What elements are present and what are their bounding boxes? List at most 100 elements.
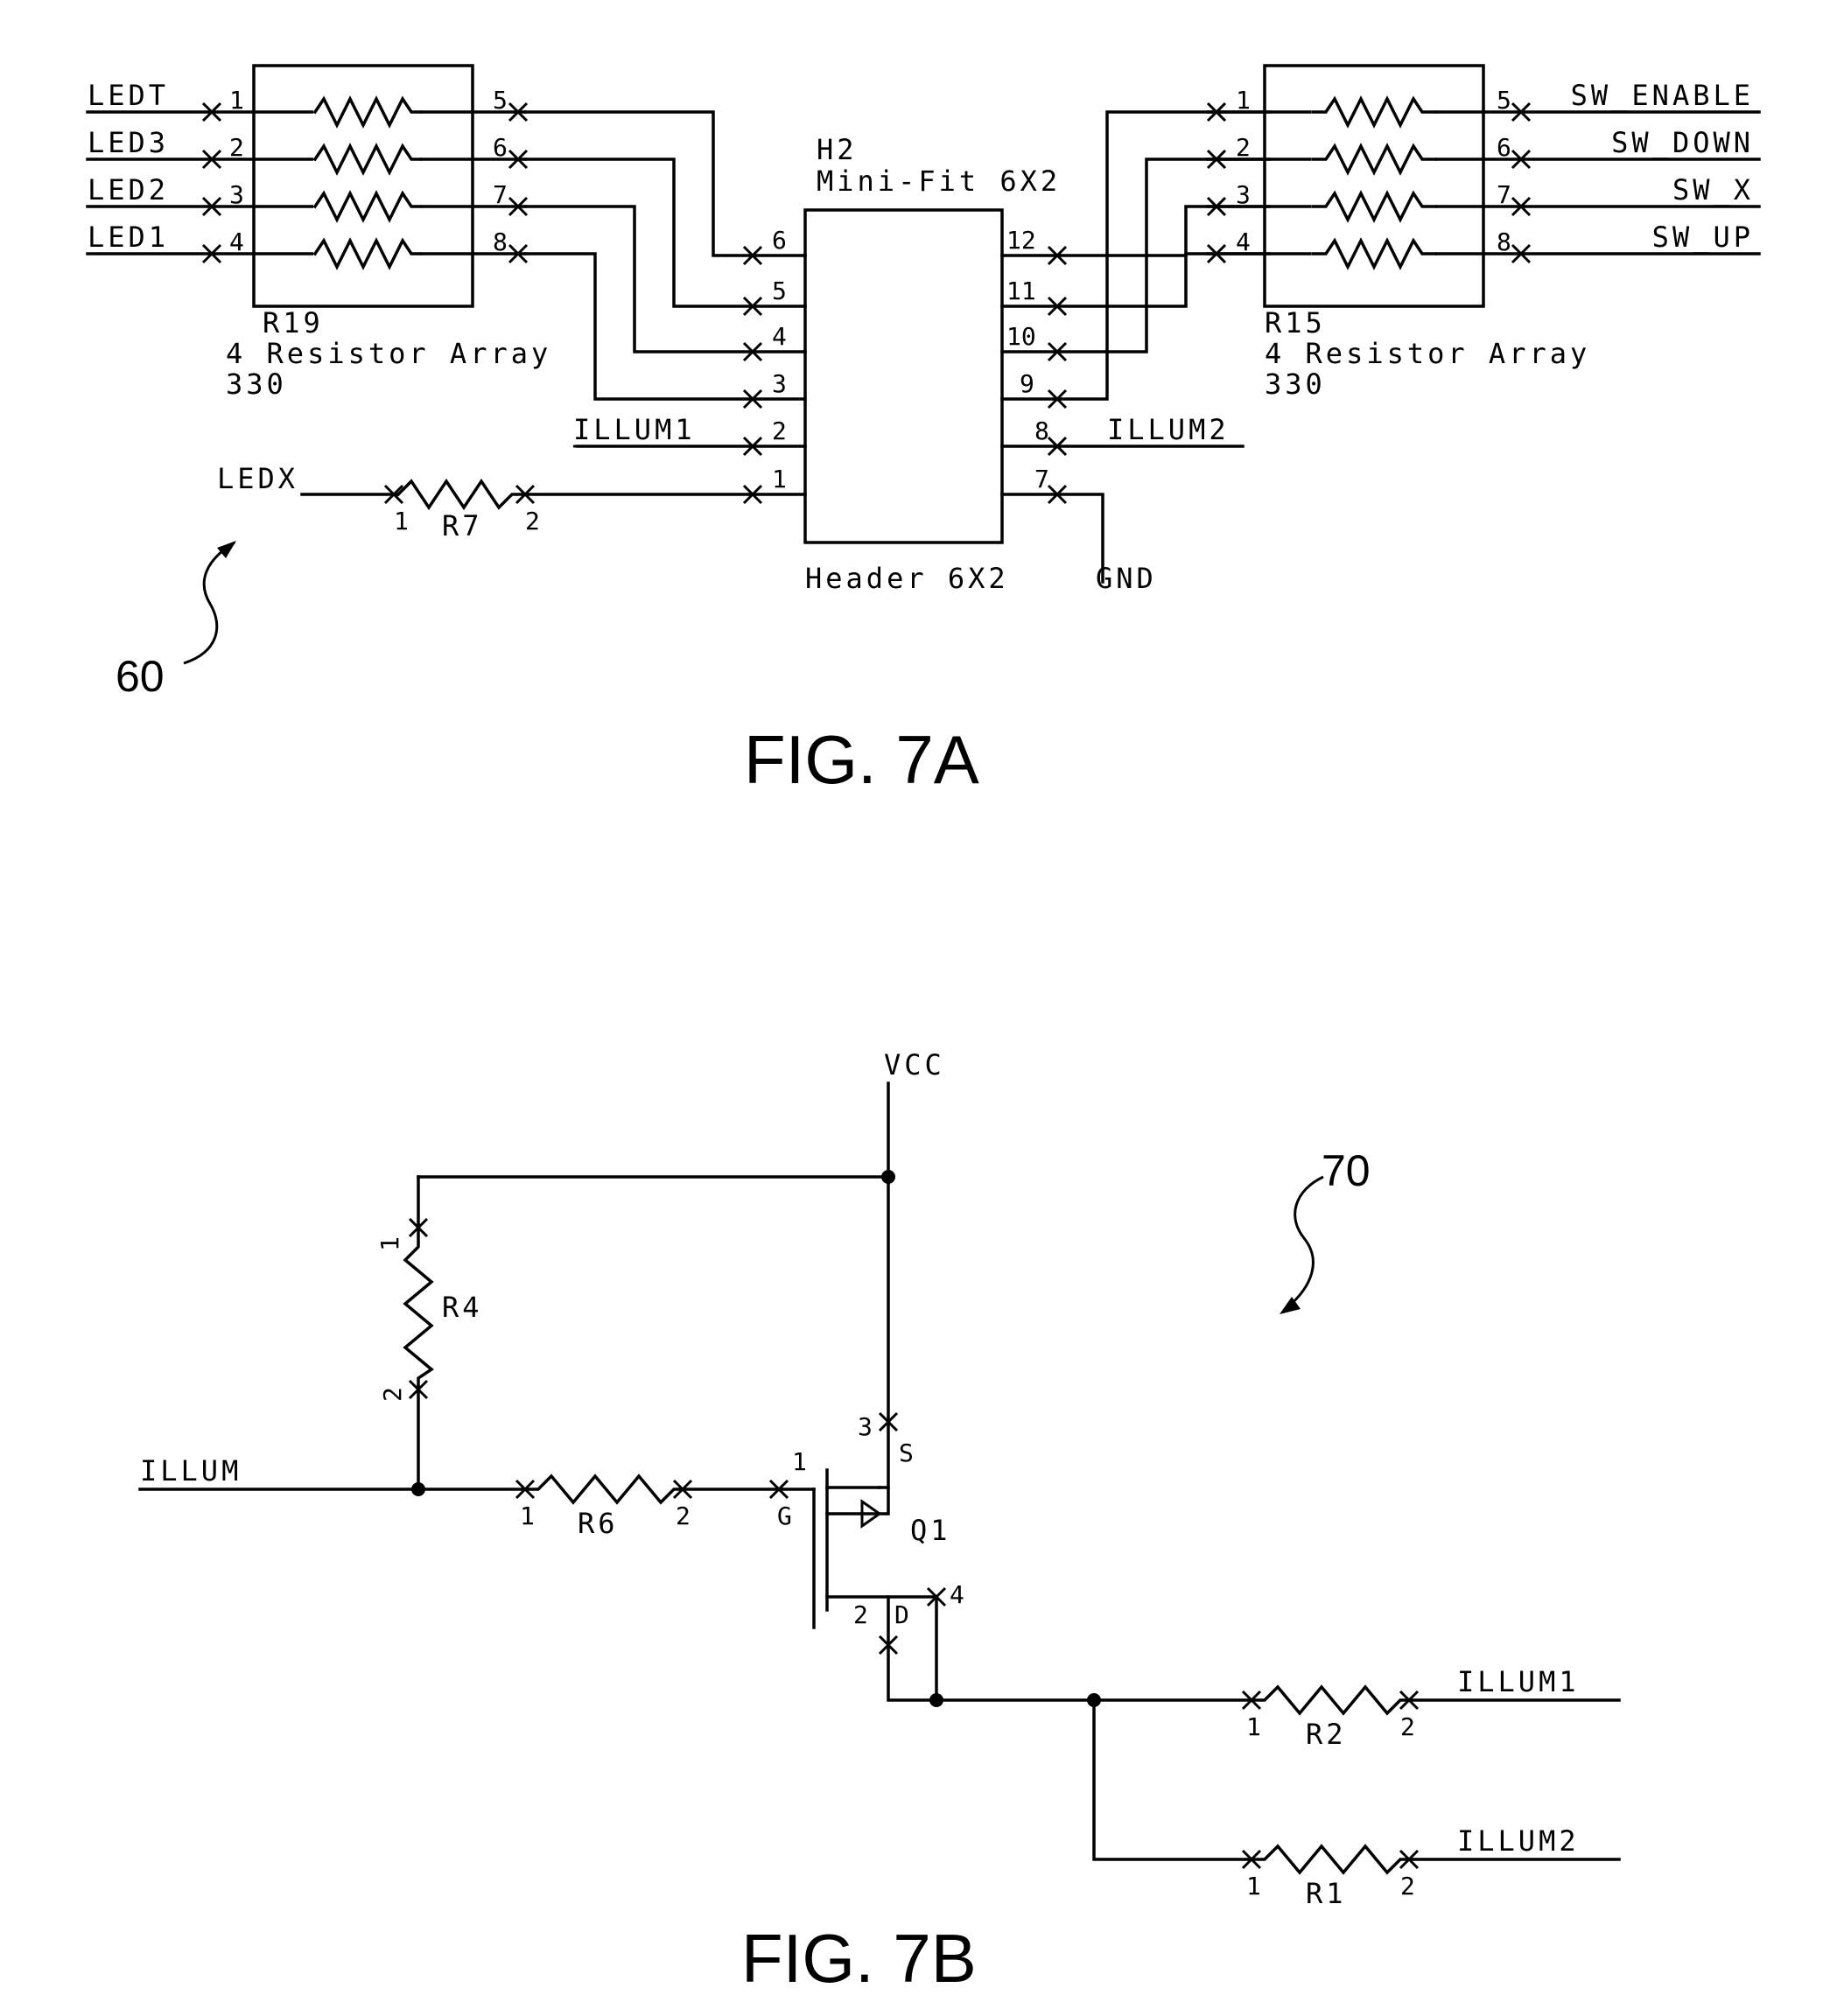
junction-dot xyxy=(881,1170,895,1184)
signal-label: SW_UP xyxy=(1652,220,1754,254)
r7-pin-label: 1 xyxy=(394,507,409,536)
r19-pin-label: 5 xyxy=(493,86,508,115)
r1-resistor: 1 2 R1 xyxy=(1243,1846,1418,1910)
reference-60: 60 xyxy=(116,541,236,701)
junction-dot xyxy=(1087,1693,1101,1707)
r15-value: 330 xyxy=(1265,368,1326,401)
illum1-net-label: ILLUM1 xyxy=(573,413,696,446)
r19-pin-label: 7 xyxy=(493,180,508,209)
r7-resistor: 1 2 R7 xyxy=(385,477,540,542)
arrow-head-icon xyxy=(217,541,236,558)
signal-label: SW_DOWN xyxy=(1611,126,1754,159)
left-signal-labels: LEDT LED3 LED2 LED1 xyxy=(88,79,169,254)
r15-pin-label: 8 xyxy=(1497,228,1511,256)
right-signal-labels: SW_ENABLE SW_DOWN SW_X SW_UP xyxy=(1571,79,1754,254)
r4-resistor: 1 2 R4 xyxy=(375,1219,483,1402)
q1-pin-name: D xyxy=(894,1600,909,1629)
r19-pin-label: 2 xyxy=(229,133,244,162)
r1-pin-label: 1 xyxy=(1246,1872,1261,1900)
r15-pin-label: 7 xyxy=(1497,180,1511,209)
r2-name: R2 xyxy=(1306,1718,1347,1751)
q1-pin-number: 3 xyxy=(858,1412,873,1441)
fig-7b: VCC xyxy=(140,1048,1619,1997)
h2-part: Mini-Fit 6X2 xyxy=(817,164,1061,198)
r6-pin-label: 1 xyxy=(520,1502,535,1530)
ledx-net-label: LEDX xyxy=(217,462,298,495)
r15-pin-label: 3 xyxy=(1236,180,1251,209)
r19-pin-label: 3 xyxy=(229,180,244,209)
vcc-label: VCC xyxy=(884,1048,945,1082)
r1-name: R1 xyxy=(1306,1877,1347,1910)
h2-pin-label: 10 xyxy=(1006,322,1036,351)
q1-pin-number: 2 xyxy=(853,1600,868,1629)
r19-pin-label: 6 xyxy=(493,133,508,162)
r6-pin-label: 2 xyxy=(676,1502,691,1530)
signal-label: LED3 xyxy=(88,126,169,159)
h2-pin-label: 5 xyxy=(772,276,787,305)
r19-name: R19 xyxy=(263,306,324,340)
h2-header: H2 Mini-Fit 6X2 Header 6X2 6 5 4 3 2 xyxy=(744,133,1066,595)
q1-pin-number: 1 xyxy=(792,1447,807,1476)
r15-pin-label: 6 xyxy=(1497,133,1511,162)
r7-pin-label: 2 xyxy=(525,507,540,536)
h2-pin-label: 4 xyxy=(772,322,787,351)
r19-pin-label: 8 xyxy=(493,228,508,256)
reference-number: 60 xyxy=(116,652,165,701)
r7-name: R7 xyxy=(442,509,483,542)
signal-label: LED1 xyxy=(88,220,169,254)
figure-caption: FIG. 7B xyxy=(741,1920,977,1997)
h2-pin-label: 3 xyxy=(772,369,787,398)
q1-pin-name: S xyxy=(899,1438,914,1467)
h2-pin-label: 9 xyxy=(1020,369,1034,398)
q1-pin-number: 4 xyxy=(950,1580,964,1609)
figure-caption: FIG. 7A xyxy=(744,721,979,798)
r4-name: R4 xyxy=(442,1291,483,1324)
reference-number: 70 xyxy=(1322,1146,1371,1195)
r2-resistor: 1 2 R2 xyxy=(1243,1687,1418,1751)
junction-dot xyxy=(929,1693,943,1707)
gnd-label: GND xyxy=(1096,562,1157,595)
illum1-net-label: ILLUM1 xyxy=(1457,1665,1580,1698)
h2-name: H2 xyxy=(817,133,858,166)
r15-name: R15 xyxy=(1265,306,1326,340)
signal-label: SW_ENABLE xyxy=(1571,79,1754,112)
q1-name: Q1 xyxy=(910,1514,951,1547)
r4-pin-label: 1 xyxy=(375,1236,404,1251)
r15-type: 4 Resistor Array xyxy=(1265,337,1590,370)
r19-type: 4 Resistor Array xyxy=(226,337,551,370)
h2-body xyxy=(805,210,1002,542)
r6-resistor: 1 2 R6 xyxy=(516,1476,691,1540)
r6-name: R6 xyxy=(578,1507,619,1540)
q1-pin-name: G xyxy=(777,1502,792,1530)
r19-value: 330 xyxy=(226,368,287,401)
h2-pin-label: 8 xyxy=(1034,416,1049,445)
h2-pin-label: 6 xyxy=(772,226,787,255)
h2-pin-label: 2 xyxy=(772,416,787,445)
junction-dots xyxy=(411,1170,1101,1707)
r15-pin-label: 4 xyxy=(1236,228,1251,256)
r15-pin-label: 2 xyxy=(1236,133,1251,162)
r1-pin-label: 2 xyxy=(1400,1872,1415,1900)
r2-pin-label: 2 xyxy=(1400,1712,1415,1741)
signal-label: LEDT xyxy=(88,79,169,112)
h2-pin-label: 11 xyxy=(1006,276,1036,305)
h2-pin-label: 1 xyxy=(772,465,787,494)
r19-pin-label: 4 xyxy=(229,228,244,256)
illum2-net-label: ILLUM2 xyxy=(1457,1824,1580,1858)
h2-pin-label: 12 xyxy=(1006,226,1036,255)
r2-pin-label: 1 xyxy=(1246,1712,1261,1741)
r15-pin-label: 5 xyxy=(1497,86,1511,115)
r15-pin-label: 1 xyxy=(1236,86,1251,115)
signal-label: LED2 xyxy=(88,173,169,206)
signal-label: SW_X xyxy=(1672,173,1754,206)
r4-pin-label: 2 xyxy=(378,1387,407,1402)
fig7b-wires xyxy=(140,1083,1619,1859)
junction-dot xyxy=(411,1482,425,1496)
h2-label: Header 6X2 xyxy=(805,562,1009,595)
r19-pin-label: 1 xyxy=(229,86,244,115)
reference-70: 70 xyxy=(1280,1146,1371,1314)
illum2-net-label: ILLUM2 xyxy=(1107,413,1230,446)
fig-7a: 1 2 3 4 5 6 7 8 R19 4 Resistor Array 330… xyxy=(88,66,1759,798)
h2-pin-label: 7 xyxy=(1034,465,1049,494)
